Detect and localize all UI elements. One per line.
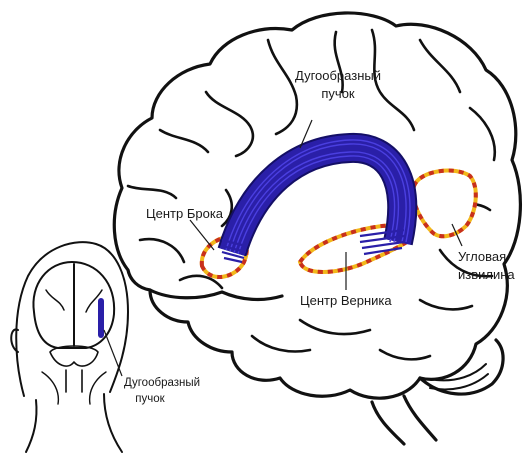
- label-brocas-area: Центр Брока: [146, 206, 224, 221]
- label-wernickes-area: Центр Верника: [300, 293, 392, 308]
- label-arcuate-fasciculus-line2: пучок: [321, 86, 355, 101]
- temporal-lobe-edge: [150, 290, 282, 299]
- label-inset-arcuate-line2: пучок: [135, 393, 165, 405]
- leader-inset: [104, 330, 122, 376]
- cerebellum-folia: [430, 364, 488, 389]
- leader-broca: [190, 220, 214, 250]
- angular-gyrus-region: [413, 171, 476, 237]
- label-inset-arcuate-line1: Дугообразный: [124, 377, 200, 389]
- label-angular-gyrus-line1: Угловая: [458, 249, 506, 264]
- neck-outline: [26, 394, 122, 452]
- label-arcuate-fasciculus-line1: Дугообразный: [295, 68, 381, 83]
- head-outline: [16, 242, 128, 396]
- label-angular-gyrus-line2: извилина: [458, 267, 515, 282]
- inset-arcuate-fasciculus: [98, 298, 122, 376]
- brain-stem: [372, 396, 436, 444]
- inset-cerebellum: [50, 346, 98, 366]
